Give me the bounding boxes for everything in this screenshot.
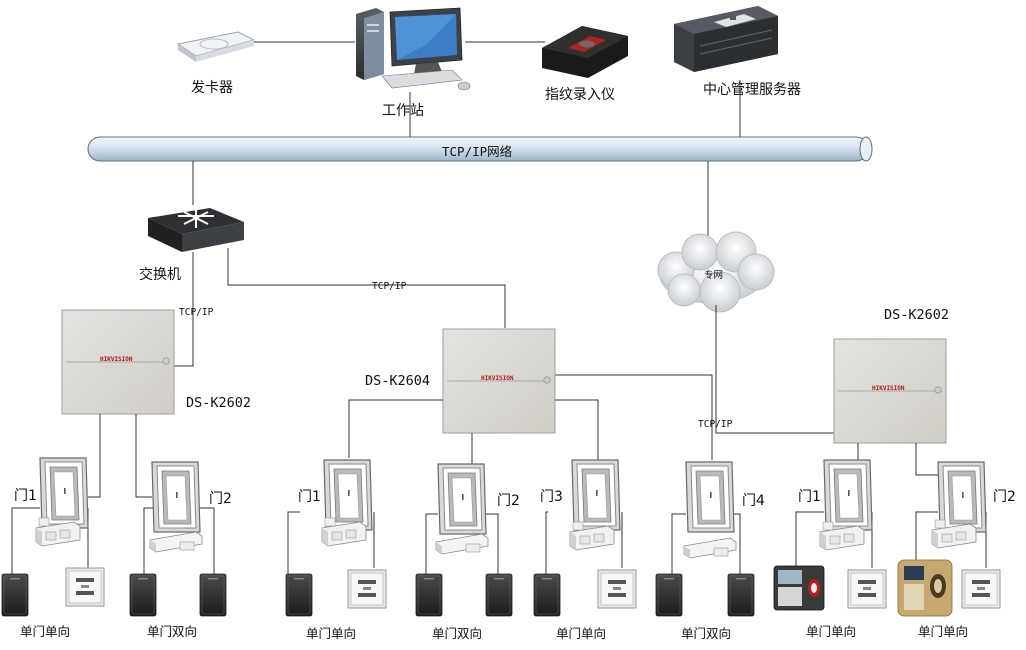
door-mode-caption: 单门单向	[306, 626, 357, 641]
card-reader-icon	[415, 573, 443, 617]
door-label: 门2	[993, 489, 1016, 505]
card-issuer-icon	[176, 31, 256, 62]
electric-bolt-icon	[149, 531, 203, 553]
card-reader-icon	[285, 573, 313, 617]
door-frame-icon	[571, 459, 621, 531]
door-label: 门2	[209, 491, 232, 507]
controller-middle-model: DS-K2604	[365, 373, 431, 389]
workstation-icon	[356, 7, 471, 91]
workstation-label: 工作站	[382, 103, 424, 119]
switch-label: 交换机	[139, 267, 181, 283]
electric-bolt-icon	[435, 533, 489, 555]
door-frame-icon	[685, 461, 735, 533]
door-mode-caption: 单门双向	[681, 626, 732, 641]
card-reader-icon	[1, 573, 29, 617]
fingerprint-terminal-icon	[897, 559, 953, 617]
switch-icon	[148, 208, 244, 252]
exit-button-icon	[847, 569, 887, 609]
electric-bolt-icon	[683, 537, 737, 559]
link-switch-left	[168, 252, 194, 367]
door-mode-caption: 单门双向	[432, 626, 483, 641]
door-frame-icon	[823, 459, 873, 531]
link-middle-door4	[555, 374, 713, 460]
door-frame-icon	[39, 457, 89, 529]
door-label: 门1	[798, 489, 821, 505]
door-frame-icon	[151, 461, 201, 533]
door-mode-caption: 单门单向	[20, 624, 71, 639]
card-reader-icon	[655, 573, 683, 617]
brand-mark: HIKVISION	[100, 356, 133, 363]
controller-left-model: DS-K2602	[186, 395, 252, 411]
fingerprint-terminal-icon	[773, 565, 825, 611]
exit-button-icon	[65, 567, 105, 607]
private-net-label: 专网	[704, 270, 724, 281]
fingerprint-enroller-icon	[542, 26, 628, 78]
tcp-ip-backbone	[87, 136, 873, 162]
card-issuer-label: 发卡器	[191, 80, 233, 96]
exit-button-icon	[597, 569, 637, 609]
fingerprint-enroller-label: 指纹录入仪	[545, 87, 615, 103]
door-mode-caption: 单门单向	[918, 624, 969, 639]
central-server-icon	[674, 6, 778, 72]
door-label: 门1	[14, 488, 37, 504]
central-server-label: 中心管理服务器	[703, 82, 801, 98]
door-mode-caption: 单门双向	[147, 624, 198, 639]
brand-mark: HIKVISION	[872, 385, 905, 392]
card-reader-icon	[533, 573, 561, 617]
card-reader-icon	[727, 573, 755, 617]
card-reader-icon	[129, 573, 157, 617]
door-mode-caption: 单门单向	[556, 626, 607, 641]
door-frame-icon	[437, 463, 487, 535]
controller-right-model: DS-K2602	[884, 307, 950, 323]
left-group-wires	[11, 414, 215, 574]
door-label: 门4	[742, 493, 765, 509]
private-net-cloud-icon	[657, 231, 775, 313]
exit-button-icon	[961, 569, 1001, 609]
exit-button-icon	[347, 569, 387, 609]
middle-group-wires	[287, 399, 741, 574]
link-switch-middle	[227, 248, 506, 328]
door-mode-caption: 单门单向	[806, 624, 857, 639]
door-label: 门1	[298, 489, 321, 505]
tcp-ip-label-mid: TCP/IP	[372, 281, 407, 292]
link-cloud-right	[715, 305, 836, 434]
door-label: 门2	[497, 493, 520, 509]
tcp-ip-label-left: TCP/IP	[179, 307, 214, 318]
card-reader-icon	[199, 573, 227, 617]
backbone-label: TCP/IP网络	[442, 144, 513, 159]
card-reader-icon	[485, 573, 513, 617]
door-label: 门3	[540, 489, 563, 505]
brand-mark: HIKVISION	[481, 375, 514, 382]
tcp-ip-label-right: TCP/IP	[698, 419, 733, 430]
